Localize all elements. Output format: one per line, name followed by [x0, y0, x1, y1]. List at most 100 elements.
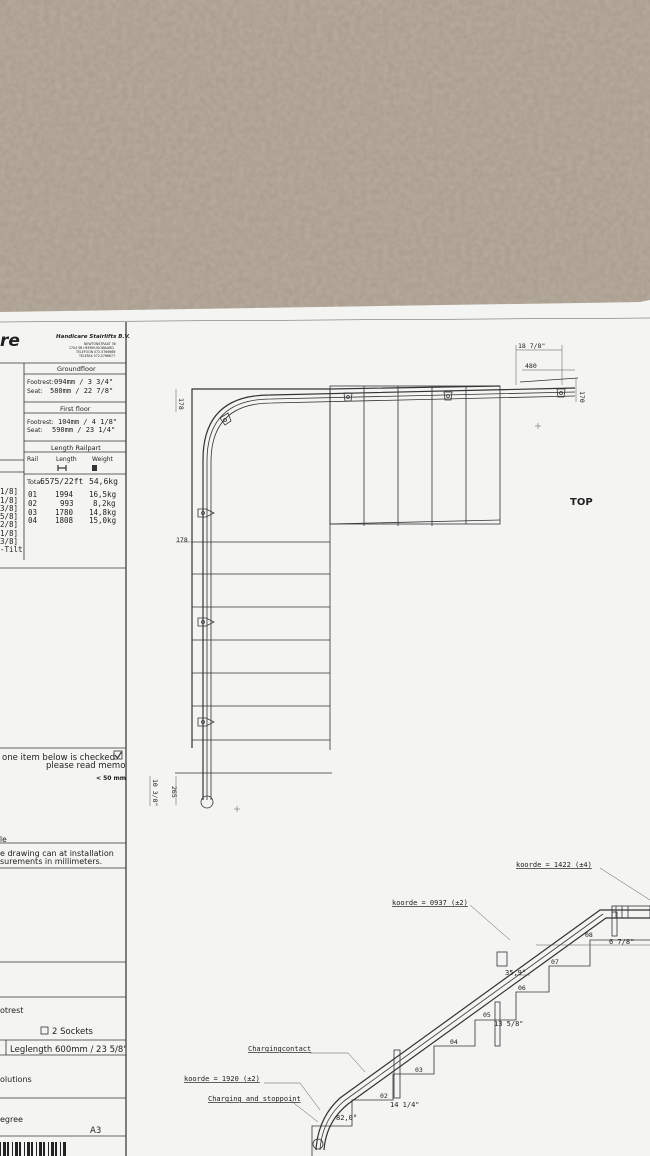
- paper: [0, 300, 650, 1156]
- step-label: 03: [415, 1066, 423, 1074]
- checkbox-checked-icon: [113, 750, 123, 760]
- le-fragment: le: [0, 835, 7, 844]
- railpart-row-weight: 8,2kg: [93, 499, 116, 508]
- koorde-1920: koorde = 1920 (±2): [184, 1075, 260, 1083]
- railpart-row-length: 993: [60, 499, 74, 508]
- koorde-1422: koorde = 1422 (±4): [516, 861, 592, 869]
- fragment-text: 3/8]: [0, 504, 18, 513]
- railpart-row-rail: 01: [28, 490, 37, 499]
- dim-178-top: 178: [177, 398, 185, 410]
- lt50-note: < 50 mm: [96, 775, 126, 782]
- charging-contact-label: Chargingcontact: [248, 1045, 311, 1053]
- otrest-fragment: otrest: [0, 1006, 23, 1015]
- firstfloor-title: First floor: [60, 405, 91, 413]
- dim-170-right: 170: [578, 391, 586, 403]
- railpart-total-label: Total: [26, 478, 42, 486]
- railpart-row-weight: 14,8kg: [89, 508, 116, 517]
- railpart-row-weight: 16,5kg: [89, 490, 116, 499]
- railpart-total-length: 6575/22ft: [40, 477, 84, 486]
- top-view-label: TOP: [570, 497, 593, 508]
- fragment-text: 1/8]: [0, 487, 18, 496]
- railpart-row-length: 1808: [55, 516, 74, 525]
- railpart-row-rail: 04: [28, 516, 38, 525]
- railpart-title: Length Railpart: [51, 444, 101, 452]
- railpart-header-rail: Rail: [27, 456, 38, 463]
- install-note-1: e drawing can at installation: [0, 849, 114, 858]
- dim-265: 265: [170, 786, 178, 798]
- groundfloor-footrest-value: 094mm / 3 3/4": [54, 378, 113, 386]
- railpart-rows: 01 1994 16,5kg 02 993 8,2kg 03 1780 14,8…: [28, 490, 116, 525]
- koorde-0937: koorde = 0937 (±2): [392, 899, 468, 907]
- sockets-option: 2 Sockets: [52, 1027, 94, 1037]
- plan-view: [149, 345, 579, 812]
- step-label: 04: [450, 1038, 458, 1046]
- rail-bracket: [197, 508, 215, 518]
- barcode: [0, 1142, 66, 1156]
- olutions-fragment: olutions: [0, 1075, 32, 1084]
- egree-fragment: egree: [0, 1115, 23, 1124]
- step-label: 02: [380, 1092, 388, 1100]
- railpart-header-length: Length: [56, 456, 77, 463]
- groundfloor-title: Groundfloor: [57, 365, 96, 373]
- firstfloor-footrest-value: 104mm / 4 1/8": [58, 418, 117, 426]
- firstfloor-seat-label: Seat:: [27, 427, 43, 434]
- groundfloor-seat-value: 580mm / 22 7/8": [50, 387, 113, 395]
- address-line-3: TELEFOON 072-5766666: [75, 350, 115, 354]
- step-label: 07: [551, 958, 559, 966]
- install-note-2: surements in millimeters.: [0, 857, 102, 866]
- rail-bracket: [197, 717, 215, 727]
- left-column-fragments: 1/8] 1/8] 3/8] 5/8] 2/8] 1/8] 3/8] -Tilt: [0, 487, 23, 554]
- address-line-1: NEWTONSTRAAT 36: [84, 342, 116, 346]
- dim-18-7-8: 18 7/8": [518, 342, 545, 350]
- railpart-header-weight: Weight: [92, 456, 114, 463]
- dim-10-3-8: 10 3/8": [151, 779, 159, 806]
- dim-480: 480: [525, 362, 537, 370]
- groundfloor-seat-label: Seat:: [27, 388, 43, 395]
- fragment-text: 1/8]: [0, 529, 18, 538]
- brand-logo-fragment: re: [0, 331, 20, 351]
- fragment-text: 2/8]: [0, 520, 18, 529]
- dim-14-1-4: 14 1/4": [390, 1101, 420, 1109]
- carpet-background: [0, 0, 650, 320]
- rail-bracket: [219, 412, 232, 426]
- firstfloor-footrest-label: Footrest:: [27, 419, 53, 426]
- side-view: [264, 867, 650, 1156]
- fragment-text: 5/8]: [0, 512, 18, 521]
- checkbox-empty-icon: [40, 1026, 49, 1035]
- memo-note: please read memo: [46, 761, 125, 771]
- fragment-text: 3/8]: [0, 537, 18, 546]
- railpart-row-length: 1780: [55, 508, 74, 517]
- rail-bracket: [343, 392, 353, 402]
- charging-stop-label: Charging and stoppoint: [208, 1095, 301, 1103]
- railpart-row-rail: 03: [28, 508, 37, 517]
- groundfloor-footrest-label: Footrest:: [27, 379, 53, 386]
- fragment-text: -Tilt: [0, 545, 23, 554]
- rail-bracket: [556, 388, 566, 398]
- weight-icon: [92, 465, 97, 471]
- dim-82: 82,0°: [336, 1114, 357, 1122]
- length-icon: [57, 465, 67, 471]
- dim-6-7-8: 6 7/8": [609, 938, 634, 946]
- company-name: Handicare Stairlifts B.V.: [56, 334, 130, 340]
- dim-35-9: 35,9°: [505, 969, 526, 977]
- address-line-2: 1704 SB HEERHUGOWAARD: [69, 346, 114, 350]
- railpart-row-weight: 15,0kg: [89, 516, 116, 525]
- dim-13-5-8: 13 5/8": [494, 1020, 524, 1028]
- sheet-size: A3: [90, 1126, 101, 1136]
- address-line-4: TELEFAX 072-5766677: [78, 354, 115, 358]
- step-label: 08: [585, 931, 593, 939]
- railpart-row-length: 1994: [55, 490, 74, 499]
- railpart-row-rail: 02: [28, 499, 37, 508]
- firstfloor-seat-value: 590mm / 23 1/4": [52, 426, 115, 434]
- leglength-option: Leglength 600mm / 23 5/8": [10, 1045, 127, 1055]
- railpart-total-weight: 54,6kg: [89, 477, 118, 486]
- fragment-text: 1/8]: [0, 496, 18, 505]
- rail-bracket: [443, 391, 453, 401]
- step-label: 05: [483, 1011, 491, 1019]
- step-label: 06: [518, 984, 526, 992]
- rail-bracket: [197, 617, 215, 627]
- title-block: [0, 322, 127, 1156]
- dim-178-left: 178: [176, 536, 188, 544]
- checked-note: one item below is checked: [2, 753, 115, 763]
